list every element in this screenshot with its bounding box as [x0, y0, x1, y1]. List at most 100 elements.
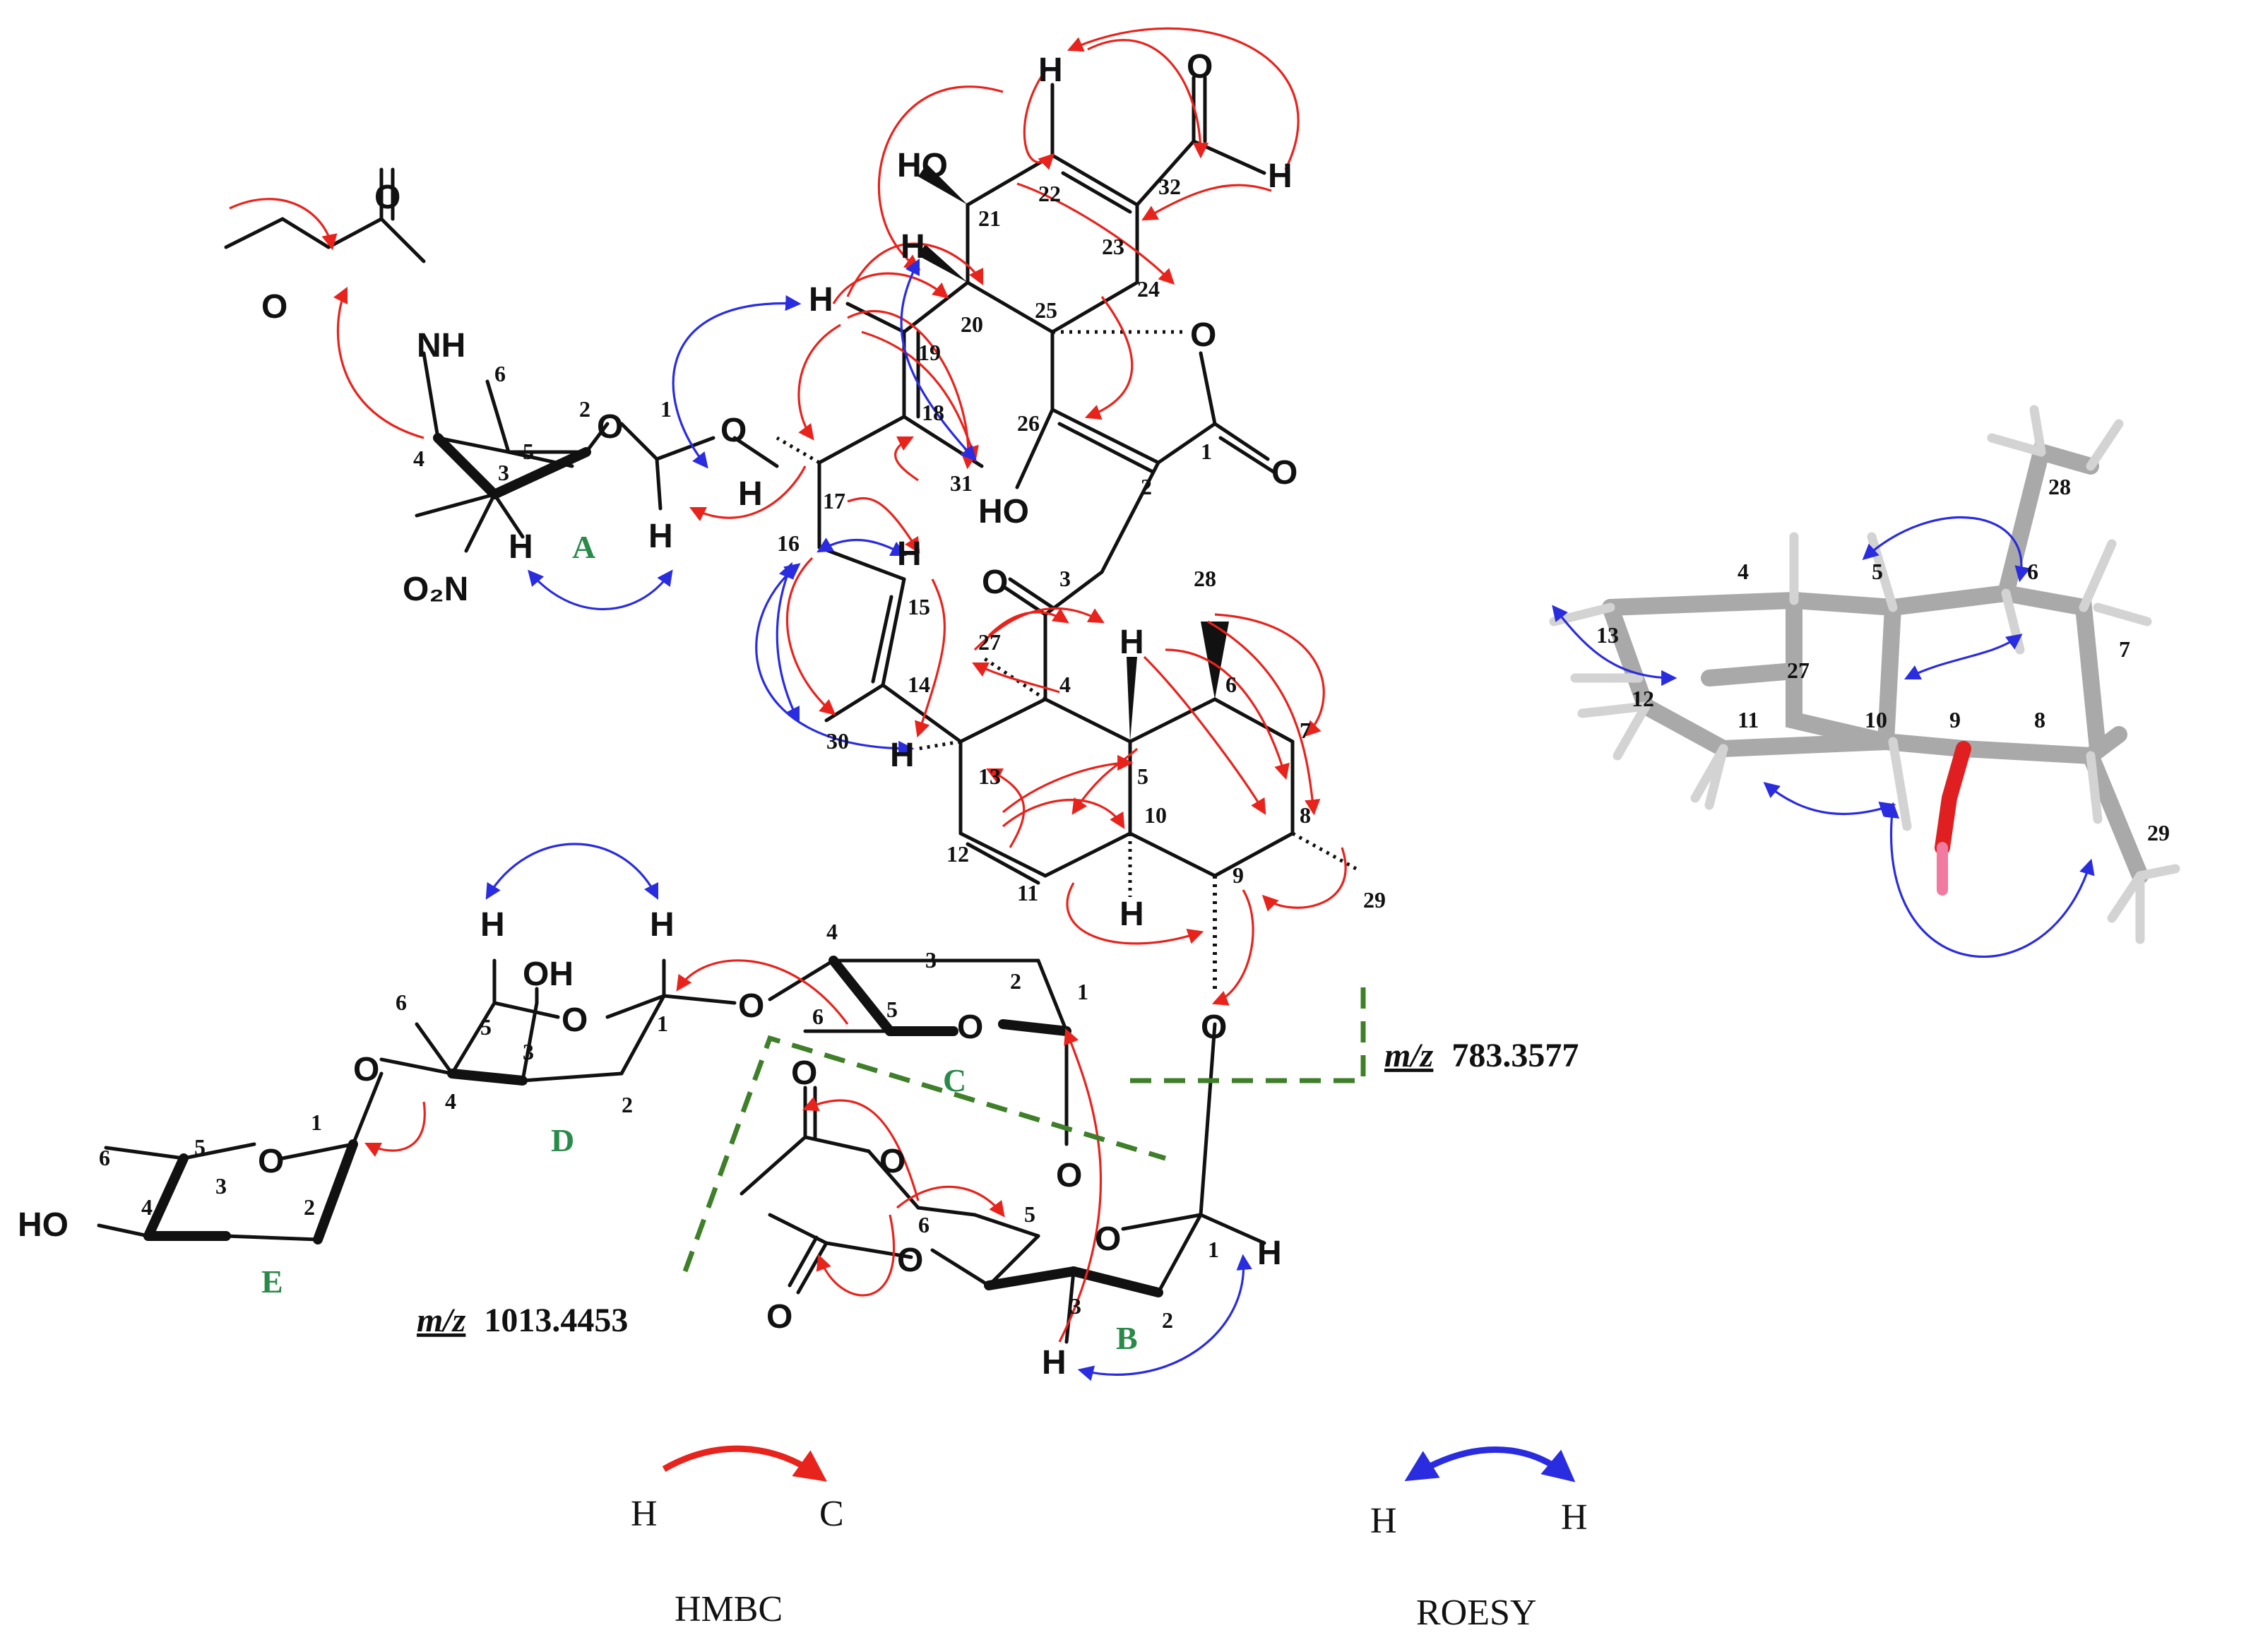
num-6: 6 [1225, 672, 1237, 697]
legend-roesy-to: H [1561, 1497, 1588, 1538]
num-15: 15 [908, 594, 930, 619]
atom-H-20: H [901, 228, 925, 266]
num-20: 20 [961, 311, 983, 337]
atom-H-15: H [897, 535, 922, 573]
atom-O-D-C-link: O [738, 987, 764, 1025]
num-d4: 4 [445, 1088, 456, 1114]
mz-value-1: 783.3577 [1451, 1037, 1579, 1074]
model-label-8: 8 [2034, 707, 2045, 732]
num-b5: 5 [1024, 1201, 1035, 1227]
atom-O-ringB: O [1095, 1220, 1121, 1258]
atom-O-ringC: O [957, 1009, 983, 1046]
num-a2: 2 [579, 396, 590, 422]
atom-O-ringA: O [597, 408, 623, 446]
sugars-lower-bonds [97, 956, 1266, 1344]
num-b6: 6 [918, 1212, 929, 1237]
num-c4: 4 [826, 919, 838, 944]
num-12: 12 [946, 841, 969, 867]
num-13: 13 [978, 763, 1001, 789]
atom-H-10: H [1119, 896, 1144, 933]
num-25: 25 [1035, 297, 1057, 323]
ring-label-e: E [261, 1264, 283, 1300]
legend-hmbc-label: HMBC [675, 1589, 783, 1629]
num-e5: 5 [194, 1134, 206, 1160]
num-a6: 6 [494, 361, 506, 386]
sugar-a-bonds [224, 167, 779, 553]
num-c5: 5 [886, 997, 898, 1022]
atom-O-carbamate-2: O [261, 288, 287, 326]
atom-labels: HO H O H H H O O HO O O O NH O O H H H O… [18, 48, 1297, 1381]
model-label-4: 4 [1738, 559, 1749, 584]
num-d3: 3 [523, 1039, 534, 1064]
model-label-27: 27 [1787, 658, 1810, 683]
atom-HO-21: HO [897, 147, 948, 184]
ring-label-a: A [572, 529, 595, 565]
atom-NO2: O₂N [403, 571, 468, 608]
mz-prefix-2: m/z [417, 1302, 466, 1339]
atom-H-D1: H [650, 906, 675, 944]
ring-label-c: C [943, 1062, 966, 1098]
num-e1: 1 [311, 1110, 322, 1135]
num-5: 5 [1137, 763, 1148, 789]
num-22: 22 [1038, 181, 1061, 206]
model-label-6: 6 [2027, 559, 2038, 584]
model-label-10: 10 [1865, 707, 1887, 732]
num-24: 24 [1137, 276, 1160, 302]
legend-hmbc-from: H [631, 1494, 658, 1534]
atom-O-ringD: O [562, 1002, 588, 1039]
hmbc-arrows [229, 27, 1347, 1343]
atom-H-17: H [738, 475, 763, 513]
atom-H-19: H [809, 281, 833, 319]
model-label-12: 12 [1632, 686, 1654, 711]
mz-label-2: m/z 1013.4453 [417, 1302, 628, 1339]
atom-O-3: O [982, 564, 1008, 601]
atom-O-acetyl-2a: O [897, 1242, 923, 1279]
num-28: 28 [1194, 566, 1216, 591]
num-b2: 2 [1162, 1307, 1173, 1333]
atom-H-A3: H [509, 528, 533, 566]
aglycone-bonds [776, 76, 1358, 989]
num-29: 29 [1363, 887, 1386, 913]
model-label-29: 29 [2147, 820, 2170, 845]
legend-hmbc-to: C [819, 1494, 844, 1534]
atom-HO-E: HO [18, 1206, 69, 1244]
num-a3: 3 [498, 460, 509, 485]
num-1: 1 [1201, 439, 1212, 464]
atom-O-ringE: O [258, 1143, 284, 1180]
mz-value-2: 1013.4453 [484, 1302, 628, 1339]
atom-H-B3: H [1042, 1344, 1067, 1381]
num-17: 17 [823, 488, 845, 513]
fragment-lines [682, 975, 1366, 1273]
num-a4: 4 [413, 446, 424, 471]
num-21: 21 [978, 206, 1001, 231]
num-d5: 5 [480, 1014, 492, 1040]
atom-H-D5: H [480, 906, 505, 944]
num-c2: 2 [1010, 968, 1021, 994]
atom-H-22: H [1038, 52, 1063, 89]
atom-O-acetyl-1b: O [879, 1143, 905, 1180]
num-e4: 4 [141, 1194, 153, 1220]
num-26: 26 [1017, 410, 1040, 436]
atom-O-E-D-link: O [353, 1051, 379, 1088]
atom-O-9: O [1201, 1009, 1227, 1046]
model-label-5: 5 [1872, 559, 1883, 584]
legend-roesy-from: H [1370, 1501, 1397, 1541]
num-d1: 1 [657, 1011, 668, 1036]
num-b1: 1 [1208, 1237, 1219, 1262]
num-a5: 5 [523, 439, 534, 464]
num-11: 11 [1017, 880, 1038, 905]
ring-labels: A C D E B [261, 529, 1138, 1356]
model-label-7: 7 [2119, 636, 2130, 662]
num-b3: 3 [1070, 1293, 1081, 1319]
num-8: 8 [1300, 802, 1311, 828]
legend-roesy-label: ROESY [1416, 1593, 1536, 1633]
num-14: 14 [908, 672, 930, 697]
num-e6: 6 [99, 1145, 110, 1170]
atom-NH: NH [417, 327, 465, 364]
legend-hmbc-arrow [662, 1445, 827, 1482]
atom-O-C-B-link: O [1056, 1157, 1082, 1194]
atom-O-acetyl-2b: O [766, 1298, 792, 1336]
model-label-28: 28 [2048, 474, 2071, 499]
conformer-3d-model: 28 4 5 6 13 27 7 12 11 10 9 8 29 [1549, 405, 2180, 958]
